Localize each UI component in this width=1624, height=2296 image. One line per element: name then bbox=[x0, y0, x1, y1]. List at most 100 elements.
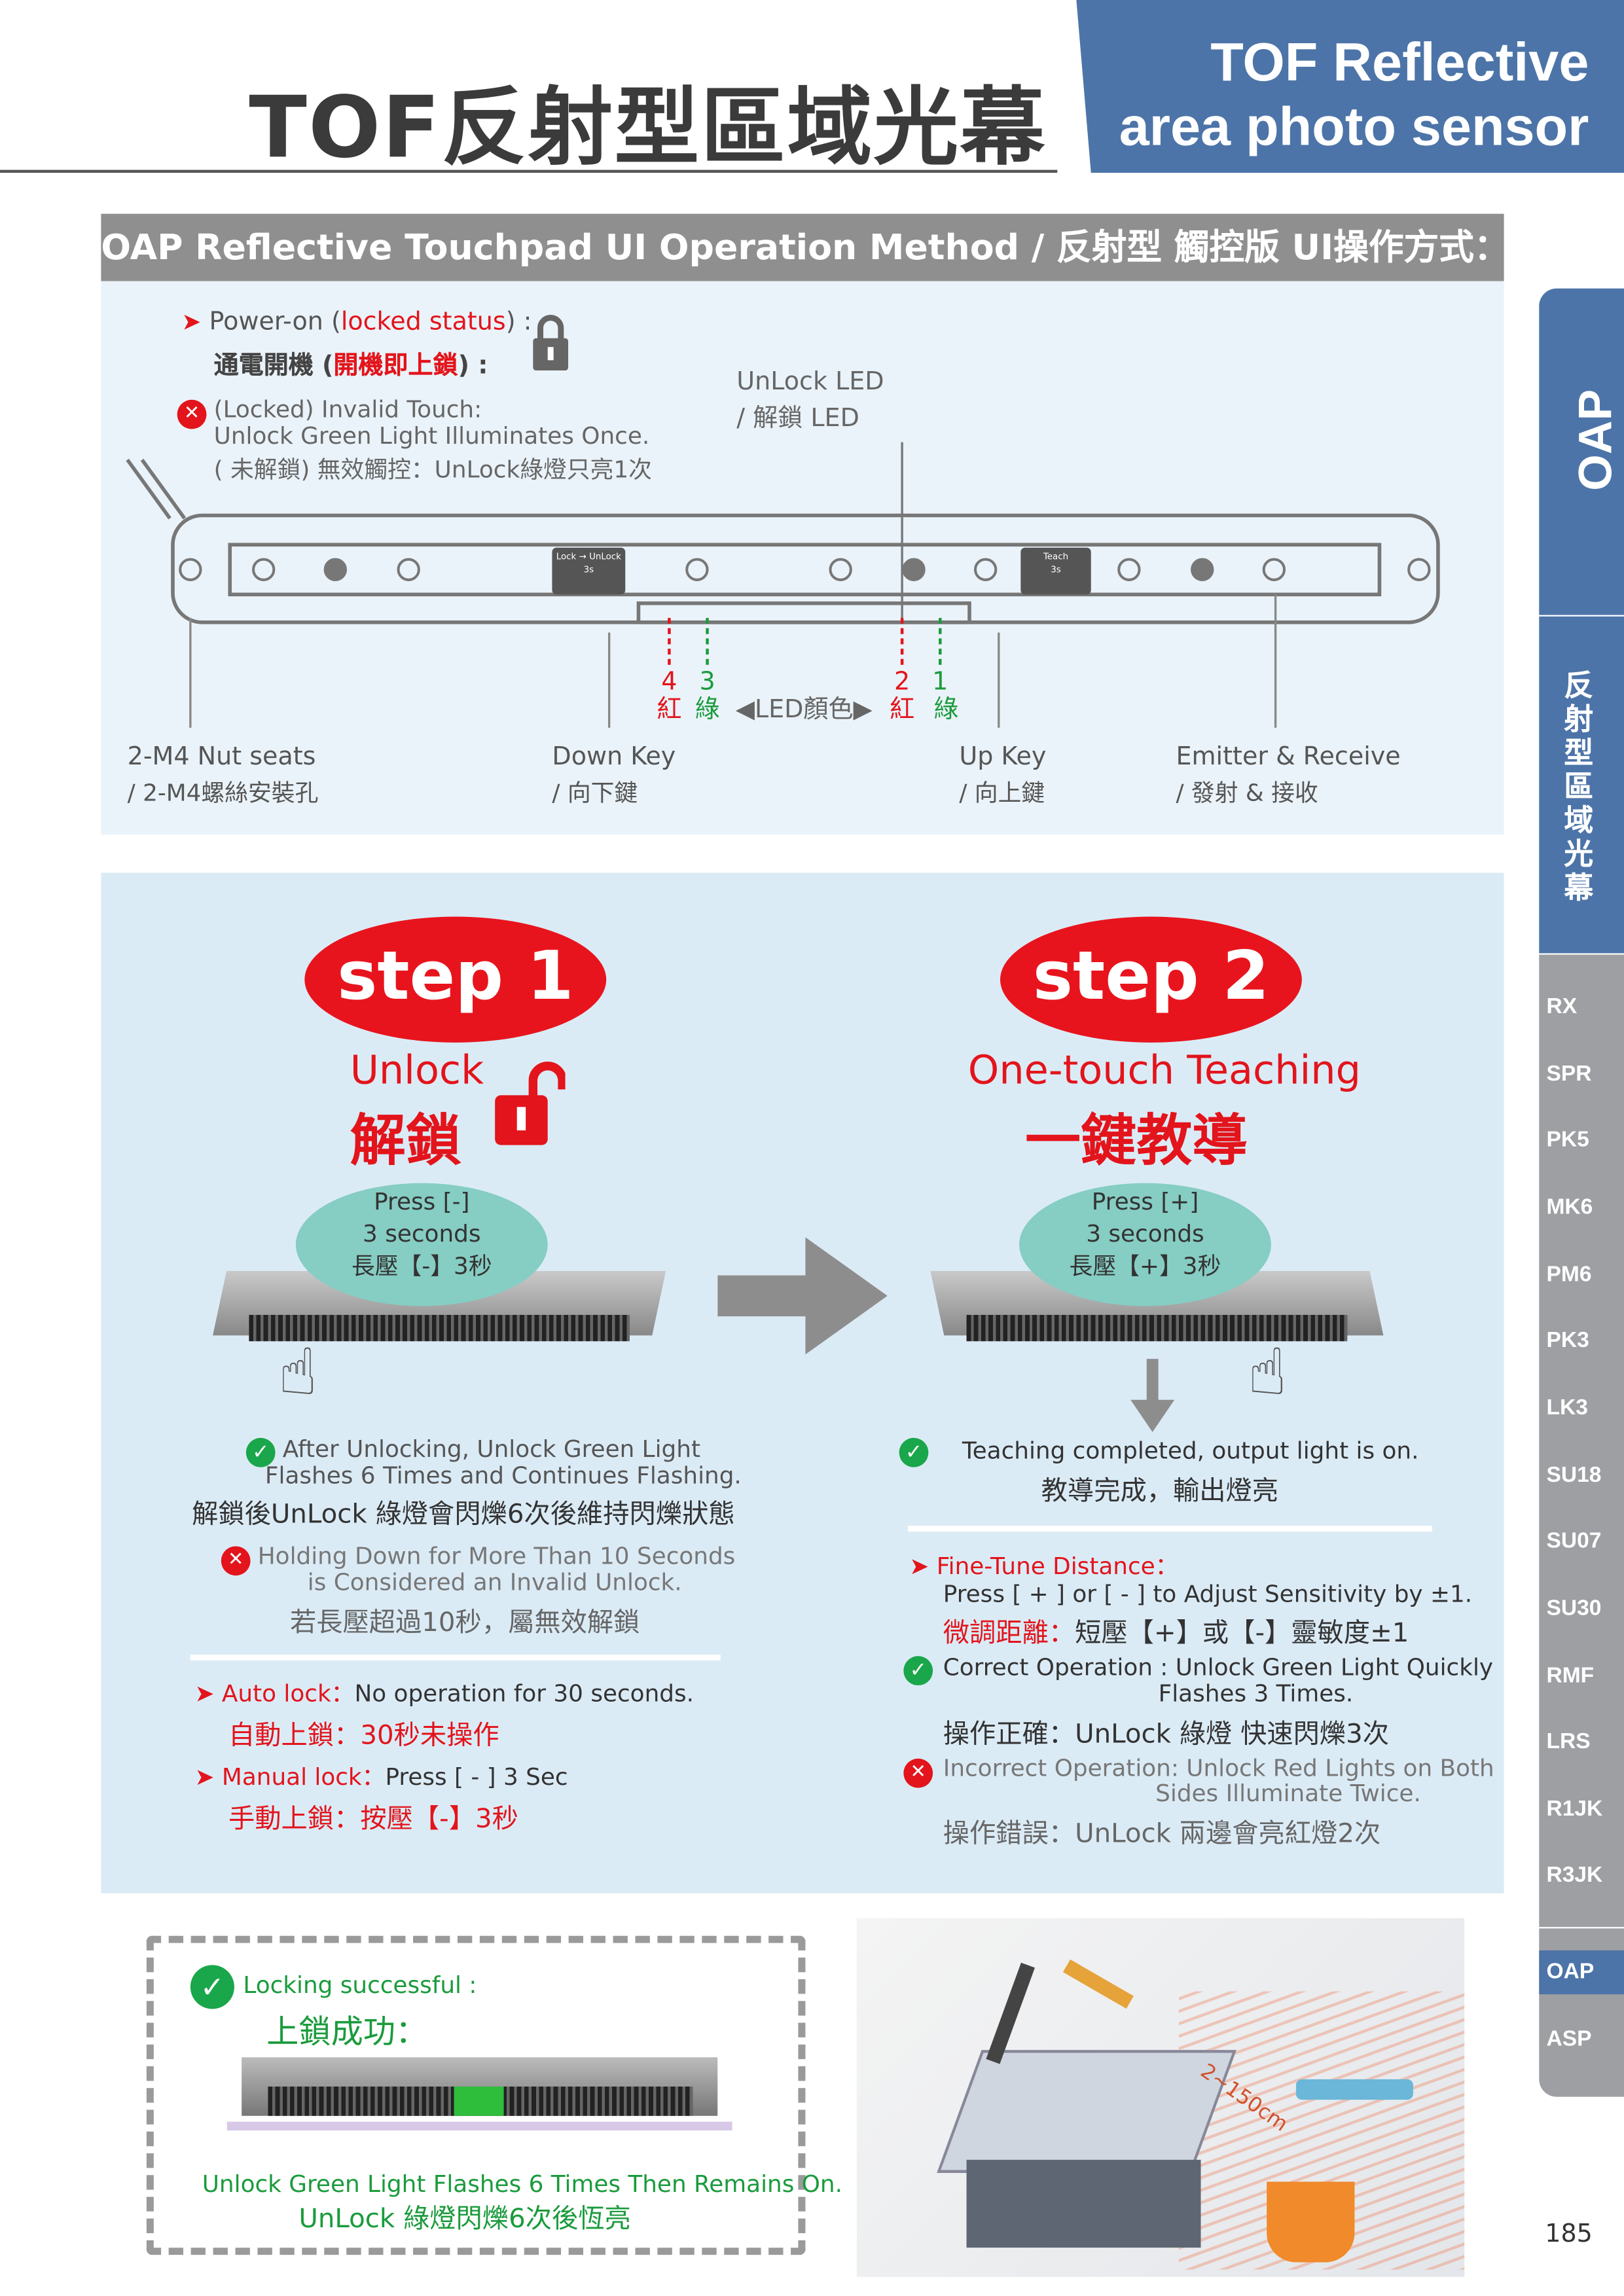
led-number-1: 1 bbox=[932, 667, 948, 696]
step2-badge: step 2 bbox=[1000, 916, 1302, 1043]
sidebar-zh-label: 反射型區域光幕 bbox=[1564, 668, 1594, 905]
step1-badge: step 1 bbox=[304, 916, 607, 1043]
step2-title-en: One-touch Teaching bbox=[967, 1048, 1361, 1094]
sidebar-item-rx[interactable]: RX bbox=[1546, 994, 1578, 1020]
sidebar-item-su07[interactable]: SU07 bbox=[1546, 1528, 1602, 1554]
steps-panel bbox=[101, 872, 1504, 1893]
three-s-label: 3s bbox=[1051, 565, 1061, 575]
sidebar-item-pk3[interactable]: PK3 bbox=[1546, 1328, 1589, 1354]
step1-ok-line2: Flashes 6 Times and Continues Flashing. bbox=[264, 1461, 742, 1490]
unlock-led-en: UnLock LED bbox=[736, 367, 884, 397]
check-icon: ✓ bbox=[190, 1965, 234, 2009]
sidebar-item-pk5[interactable]: PK5 bbox=[1546, 1127, 1589, 1153]
label-up-key-en: Up Key bbox=[959, 742, 1047, 772]
locking-note-en: Unlock Green Light Flashes 6 Times Then … bbox=[202, 2170, 843, 2198]
check-icon: ✓ bbox=[245, 1437, 276, 1467]
bubble-line: Press [-] bbox=[374, 1187, 470, 1215]
led-number-3: 3 bbox=[699, 667, 715, 696]
robot-photo: 2~150cm bbox=[856, 1918, 1465, 2277]
hand-pointer-icon: ☝ bbox=[278, 1335, 318, 1410]
step2-device-image: ☝ bbox=[930, 1257, 1384, 1405]
divider bbox=[190, 1655, 721, 1660]
label-nut-seats-en: 2-M4 Nut seats bbox=[127, 742, 316, 772]
locking-title-en: Locking successful : bbox=[243, 1971, 477, 1999]
lock-unlock-label: Lock → UnLock bbox=[556, 552, 621, 562]
fine-tune-en: Press [ + ] or [ - ] to Adjust Sensitivi… bbox=[943, 1579, 1473, 1608]
led-color-label: ◀LED顏色▶ bbox=[736, 694, 873, 723]
sidebar-item-spr[interactable]: SPR bbox=[1546, 1061, 1592, 1087]
auto-lock-en: ➤ Auto lock：No operation for 30 seconds. bbox=[194, 1679, 695, 1708]
x-icon: ✕ bbox=[903, 1755, 933, 1788]
label-up-key-zh: / 向上鍵 bbox=[959, 779, 1045, 807]
sidebar-item-mk6[interactable]: MK6 bbox=[1546, 1194, 1593, 1220]
title-en-line1: TOF Reflective bbox=[1210, 32, 1589, 92]
locking-success-box bbox=[146, 1935, 806, 2255]
step2-ok-zh: 教導完成，輸出燈亮 bbox=[1041, 1476, 1279, 1507]
sidebar-item-su30[interactable]: SU30 bbox=[1546, 1596, 1602, 1621]
label-down-key-zh: / 向下鍵 bbox=[552, 779, 638, 807]
device-diagram: Lock → UnLock 3s Teach 3s 4 3 2 1 紅 綠 ◀L… bbox=[126, 442, 1440, 728]
step2-ok-en: Teaching completed, output light is on. bbox=[962, 1436, 1419, 1465]
step1-device-image: ☝ bbox=[213, 1257, 666, 1405]
correct-line2: Flashes 3 Times. bbox=[1158, 1679, 1354, 1708]
label-nut-seats-zh: / 2-M4螺絲安裝孔 bbox=[127, 779, 319, 807]
bubble-line: 3 seconds bbox=[1086, 1219, 1204, 1248]
sidebar-item-lrs[interactable]: LRS bbox=[1546, 1729, 1591, 1755]
bubble-line: 3 seconds bbox=[363, 1219, 481, 1248]
sidebar-item-pm6[interactable]: PM6 bbox=[1546, 1262, 1592, 1287]
led-number-2: 2 bbox=[894, 667, 910, 696]
sidebar-item-asp[interactable]: ASP bbox=[1546, 2026, 1592, 2052]
bubble-line: 長壓【+】3秒 bbox=[1069, 1251, 1221, 1280]
locking-title-zh: 上鎖成功： bbox=[266, 2015, 428, 2052]
sidebar-item-su18[interactable]: SU18 bbox=[1546, 1462, 1602, 1488]
fine-tune-zh: 微調距離：短壓【+】或【-】靈敏度±1 bbox=[943, 1618, 1409, 1649]
lock-icon bbox=[533, 315, 569, 371]
sidebar-category-zh: 反射型區域光幕 bbox=[1539, 616, 1624, 954]
check-icon: ✓ bbox=[899, 1437, 929, 1467]
page-title-zh: TOF反射型區域光幕 bbox=[249, 77, 1047, 177]
fine-tune-title: ➤ Fine-Tune Distance： bbox=[909, 1552, 1179, 1580]
step2-title-zh: 一鍵教導 bbox=[1025, 1108, 1248, 1173]
sidebar-item-r3jk[interactable]: R3JK bbox=[1546, 1862, 1603, 1888]
page-number: 185 bbox=[1545, 2219, 1593, 2250]
sidebar-item-oap-active[interactable]: OAP bbox=[1539, 1950, 1624, 1995]
sidebar-item-label: OAP bbox=[1546, 1959, 1595, 1984]
locking-note-zh: UnLock 綠燈閃爍6次後恆亮 bbox=[298, 2203, 631, 2234]
green-led bbox=[454, 2087, 504, 2116]
step1-bad-zh: 若長壓超過10秒，屬無效解鎖 bbox=[289, 1607, 640, 1639]
step1-title-en: Unlock bbox=[350, 1048, 484, 1094]
sidebar-item-lk3[interactable]: LK3 bbox=[1546, 1395, 1588, 1421]
step1-title-zh: 解鎖 bbox=[350, 1108, 461, 1173]
label-emitter-en: Emitter & Receive bbox=[1176, 742, 1401, 772]
next-step-arrow-icon bbox=[717, 1237, 888, 1355]
led-red-label: 紅 bbox=[890, 694, 914, 723]
three-s-label: 3s bbox=[584, 565, 594, 575]
step2-bubble: Press [+] 3 seconds 長壓【+】3秒 bbox=[1019, 1183, 1271, 1306]
down-arrow-icon bbox=[1130, 1359, 1175, 1432]
invalid-touch-icon: ✕ bbox=[177, 397, 207, 429]
title-en-line2: area photo sensor bbox=[1119, 96, 1589, 157]
sidebar-category-oap[interactable]: OAP bbox=[1539, 288, 1624, 615]
invalid-touch-zh: ( 未解鎖) 無效觸控：UnLock綠燈只亮1次 bbox=[213, 455, 652, 484]
sidebar-item-rmf[interactable]: RMF bbox=[1546, 1663, 1595, 1689]
arrow-icon: ➤ bbox=[181, 307, 202, 336]
teach-label: Teach bbox=[1043, 552, 1068, 562]
divider bbox=[908, 1526, 1432, 1532]
lock-unlock-button bbox=[552, 547, 626, 595]
title-en-banner: TOF Reflective area photo sensor bbox=[1076, 0, 1624, 173]
led-red-label: 紅 bbox=[657, 694, 681, 723]
invalid-touch-line1: (Locked) Invalid Touch: bbox=[213, 395, 482, 423]
power-on-zh: 通電開機 (開機即上鎖) : bbox=[213, 351, 488, 381]
auto-lock-zh: 自動上鎖：30秒未操作 bbox=[228, 1720, 499, 1751]
unlock-icon bbox=[495, 1061, 566, 1145]
manual-lock-zh: 手動上鎖：按壓【-】3秒 bbox=[228, 1804, 518, 1835]
led-green-label: 綠 bbox=[695, 694, 720, 723]
sidebar-item-r1jk[interactable]: R1JK bbox=[1546, 1797, 1603, 1822]
incorrect-line2: Sides Illuminate Twice. bbox=[1155, 1779, 1421, 1807]
unlock-led-zh: / 解鎖 LED bbox=[736, 404, 859, 434]
step1-bad-line1: Holding Down for More Than 10 Seconds bbox=[257, 1541, 736, 1570]
label-emitter-zh: / 發射 & 接收 bbox=[1176, 779, 1318, 807]
incorrect-line1: Incorrect Operation: Unlock Red Lights o… bbox=[943, 1754, 1494, 1782]
hand-pointer-icon: ☝ bbox=[1248, 1335, 1288, 1410]
